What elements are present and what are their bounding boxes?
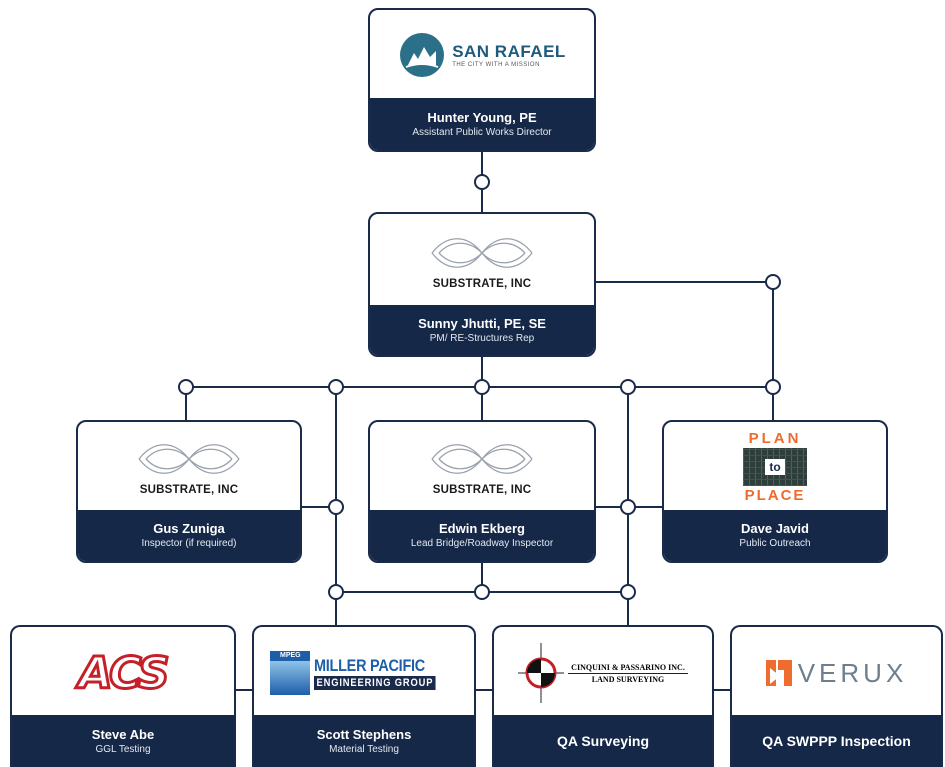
service-label: QA SWPPP Inspection (762, 733, 911, 749)
survey-target-icon (518, 643, 564, 703)
logo-line2: LAND SURVEYING (591, 674, 665, 684)
person-role: Lead Bridge/Roadway Inspector (410, 538, 554, 549)
person-band: Scott Stephens Material Testing (254, 715, 474, 767)
map-grid-icon: to (743, 448, 807, 486)
logo-line2: ENGINEERING GROUP (314, 676, 437, 690)
card-sunny-jhutti: SUBSTRATE, INC Sunny Jhutti, PE, SE PM/ … (368, 212, 596, 357)
label-band: QA Surveying (494, 715, 712, 767)
logo-line2: PLACE (744, 487, 806, 504)
card-dave-javid: PLAN to PLACE Dave Javid Public Outreach (662, 420, 888, 563)
logo-line1: PLAN (748, 430, 802, 447)
person-role: PM/ RE-Structures Rep (429, 332, 535, 344)
logo-text: VERUX (797, 657, 908, 688)
person-role: Inspector (if required) (141, 538, 237, 549)
service-label: QA Surveying (556, 733, 650, 749)
acs-logo-text: ACS (77, 646, 171, 700)
person-band: Hunter Young, PE Assistant Public Works … (370, 98, 594, 150)
card-edwin-ekberg: SUBSTRATE, INC Edwin Ekberg Lead Bridge/… (368, 420, 596, 563)
person-role: GGL Testing (95, 743, 151, 755)
person-band: Sunny Jhutti, PE, SE PM/ RE-Structures R… (370, 305, 594, 355)
logo-middle: to (765, 459, 785, 475)
logo-name: SAN RAFAEL (452, 42, 566, 61)
verux-logo: VERUX (732, 627, 941, 719)
card-scott-stephens: MPEG MILLER PACIFIC ENGINEERING GROUP Sc… (252, 625, 476, 767)
company-name: SUBSTRATE, INC (139, 484, 239, 496)
substrate-logo: SUBSTRATE, INC (370, 422, 594, 512)
person-name: Edwin Ekberg (439, 521, 525, 536)
person-band: Gus Zuniga Inspector (if required) (78, 510, 300, 561)
person-name: Sunny Jhutti, PE, SE (418, 315, 546, 331)
infinity-wave-icon (431, 237, 533, 268)
person-name: Scott Stephens (316, 726, 412, 742)
person-role: Public Outreach (739, 538, 811, 549)
substrate-logo: SUBSTRATE, INC (78, 422, 300, 512)
company-name: SUBSTRATE, INC (432, 484, 532, 496)
person-name: Hunter Young, PE (427, 109, 537, 125)
person-band: Steve Abe GGL Testing (12, 715, 234, 767)
card-gus-zuniga: SUBSTRATE, INC Gus Zuniga Inspector (if … (76, 420, 302, 563)
company-name: SUBSTRATE, INC (432, 277, 532, 290)
card-qa-surveying: CINQUINI & PASSARINO INC. LAND SURVEYING… (492, 625, 714, 767)
person-band: Edwin Ekberg Lead Bridge/Roadway Inspect… (370, 510, 594, 561)
label-band: QA SWPPP Inspection (732, 715, 941, 767)
person-name: Gus Zuniga (153, 521, 225, 536)
person-band: Dave Javid Public Outreach (664, 510, 886, 561)
mpeg-badge-icon: MPEG (270, 651, 311, 695)
card-steve-abe: ACS Steve Abe GGL Testing (10, 625, 236, 767)
person-role: Material Testing (329, 743, 399, 755)
acs-logo: ACS (12, 627, 234, 719)
infinity-wave-icon (138, 444, 240, 474)
miller-pacific-logo: MPEG MILLER PACIFIC ENGINEERING GROUP (254, 627, 474, 719)
logo-line1: CINQUINI & PASSARINO INC. (571, 662, 685, 672)
logo-tagline: THE CITY WITH A MISSION (452, 62, 540, 68)
card-qa-swppp: VERUX QA SWPPP Inspection (730, 625, 943, 767)
verux-mark-icon (765, 660, 792, 686)
cinquini-passarino-logo: CINQUINI & PASSARINO INC. LAND SURVEYING (494, 627, 712, 719)
person-name: Steve Abe (91, 726, 155, 742)
city-seal-icon (400, 33, 445, 77)
substrate-logo: SUBSTRATE, INC (370, 214, 594, 307)
infinity-wave-icon (431, 444, 533, 474)
mpeg-badge-text: MPEG (270, 651, 311, 661)
person-role: Assistant Public Works Director (412, 126, 552, 138)
person-name: Dave Javid (741, 521, 809, 536)
card-san-rafael: SAN RAFAEL THE CITY WITH A MISSION Hunte… (368, 8, 596, 152)
logo-line1: MILLER PACIFIC (314, 656, 426, 675)
san-rafael-logo: SAN RAFAEL THE CITY WITH A MISSION (370, 10, 594, 100)
plan-to-place-logo: PLAN to PLACE (664, 422, 886, 512)
